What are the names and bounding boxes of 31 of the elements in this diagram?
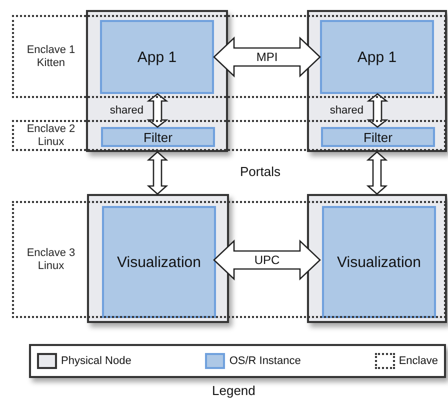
instance-label: App 1: [357, 50, 397, 64]
double-arrow: [213, 36, 321, 78]
instance-label: Filter: [364, 130, 392, 144]
os-instance-box: [100, 20, 214, 94]
os-instance-box: [322, 206, 436, 318]
portals-label: Portals: [240, 165, 280, 178]
instance-label: App 1: [137, 50, 177, 64]
legend-label: Enclave: [398, 356, 438, 366]
edge-label: MPI: [255, 51, 279, 63]
legend-label: Physical Node: [61, 356, 132, 366]
instance-label: Visualization: [117, 254, 201, 270]
physical-node: [307, 194, 447, 323]
edge-label: shared: [110, 105, 144, 116]
instance-label: Filter: [144, 130, 172, 144]
edge-label: shared: [330, 105, 364, 116]
os-instance-box: [102, 206, 216, 318]
os-instance-box: [321, 127, 435, 147]
double-arrow: [146, 93, 168, 128]
double-arrow: [146, 151, 168, 195]
enclave-label: Enclave 1 Kitten: [26, 44, 76, 70]
os-instance-box: [320, 20, 434, 94]
enclave-label: Enclave 3 Linux: [26, 246, 76, 272]
legend-title: Legend: [212, 384, 256, 397]
os-instance-box: [101, 127, 215, 147]
instance-label: Visualization: [337, 254, 421, 270]
legend-label: OS/R Instance: [229, 356, 301, 366]
double-arrow: [366, 93, 388, 128]
physical-node: [87, 194, 229, 323]
edge-label: UPC: [253, 254, 281, 266]
enclave-label: Enclave 2 Linux: [26, 122, 76, 148]
double-arrow: [366, 151, 388, 195]
